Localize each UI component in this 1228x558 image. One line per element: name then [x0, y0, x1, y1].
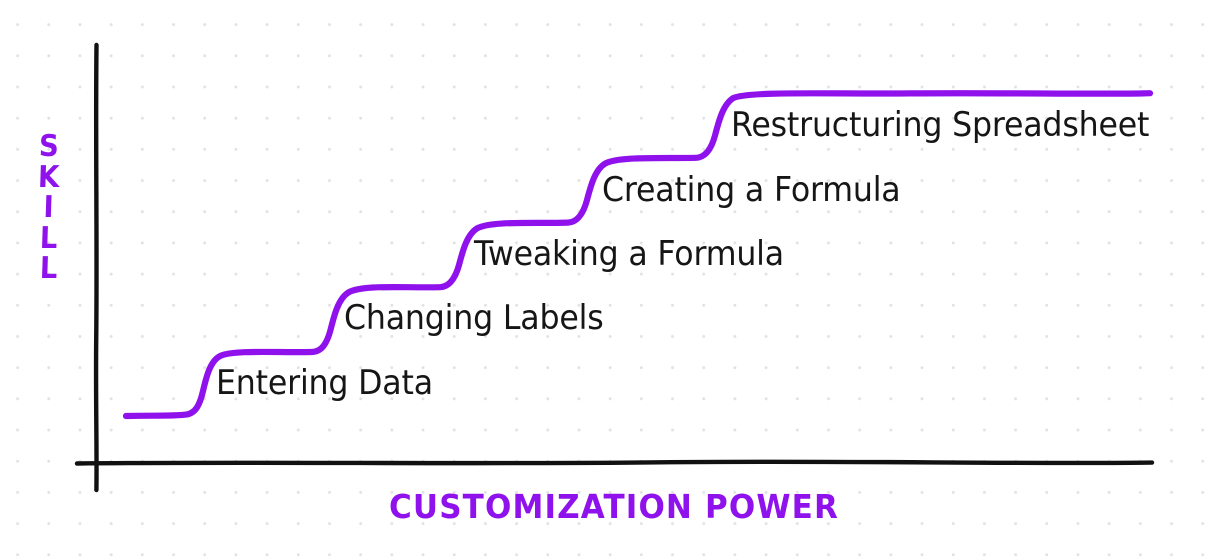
- y-axis-label-letter: K: [37, 159, 61, 195]
- y-axis-label-letter: L: [39, 220, 59, 256]
- y-axis-label-letter: I: [43, 190, 55, 226]
- step-label-entering-data: Entering Data: [216, 363, 433, 403]
- step-label-tweaking-a-formula: Tweaking a Formula: [474, 234, 784, 274]
- skill-step-curve: [122, 90, 1154, 420]
- step-label-restructuring-spreadsheet: Restructuring Spreadsheet: [731, 105, 1150, 145]
- y-axis-label-letter: L: [39, 251, 59, 287]
- step-label-changing-labels: Changing Labels: [344, 298, 604, 338]
- y-axis: [93, 42, 99, 493]
- y-axis-label: S K I L L: [32, 129, 66, 287]
- x-axis: [74, 459, 1155, 466]
- x-axis-label: CUSTOMIZATION POWER: [389, 487, 839, 526]
- step-label-creating-a-formula: Creating a Formula: [602, 170, 901, 210]
- y-axis-label-letter: S: [38, 129, 60, 164]
